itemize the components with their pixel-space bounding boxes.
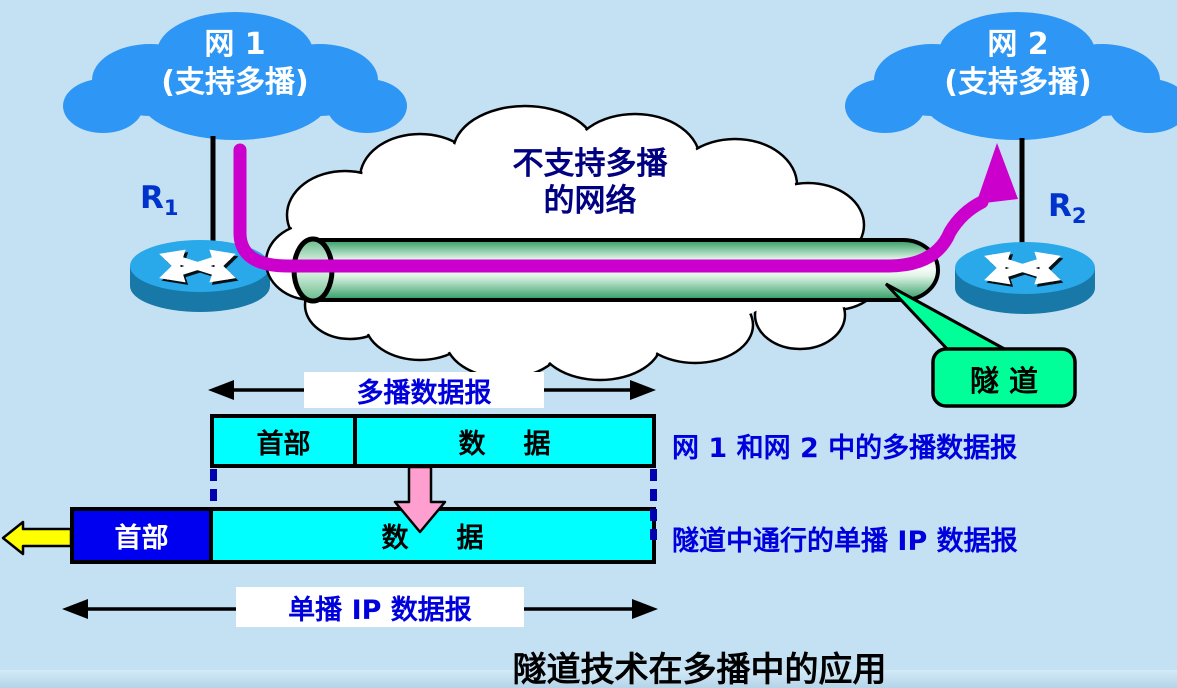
diagram-title: 隧道技术在多播中的应用 [512,650,887,688]
router-r2-label: R2 [1048,188,1087,229]
data-char-1: 数 [458,428,486,460]
non-multicast-line1: 不支持多播 [512,146,668,182]
router-r1-label: R1 [140,180,179,221]
router-r2-icon [955,242,1095,314]
bottom-band [0,670,1177,688]
network2-note: (支持多播) [944,65,1092,100]
unicast-packet-data: 数 据 [213,511,652,560]
network1-note: (支持多播) [161,65,309,100]
unicast-datagram-span-label: 单播 IP 数据报 [236,587,524,627]
non-multicast-network-label: 不支持多播 的网络 [430,146,750,220]
multicast-packet-data: 数 据 [357,418,652,464]
unicast-packet-header: 首部 [70,507,213,564]
data-char-2: 据 [523,428,551,460]
network1-label: 网 1 (支持多播) [85,26,385,102]
data-char-4: 据 [456,523,484,554]
network2-name: 网 2 [987,27,1049,62]
tunnel-label: 隧 道 [969,363,1039,398]
router-r1-icon [130,240,270,312]
multicast-flow-arrowhead [976,143,1018,204]
header-left-arrow [1,520,73,556]
tunnel-callout-pointer [884,282,1011,354]
multicast-packet: 首部 数 据 [210,414,656,468]
multicast-packet-caption: 网 1 和网 2 中的多播数据报 [672,433,1018,464]
tunnel-pipe [311,238,940,302]
unicast-packet-caption: 隧道中通行的单播 IP 数据报 [672,526,1018,557]
multicast-datagram-span-label: 多播数据报 [304,372,544,409]
data-char-3: 数 [381,523,409,554]
tunnel-pipe-opening [291,236,335,304]
network1-name: 网 1 [204,27,266,62]
unicast-packet-data-box: 数 据 [209,507,656,564]
non-multicast-line2: 的网络 [543,183,637,219]
multicast-packet-header: 首部 [214,418,357,464]
network2-label: 网 2 (支持多播) [868,26,1168,102]
